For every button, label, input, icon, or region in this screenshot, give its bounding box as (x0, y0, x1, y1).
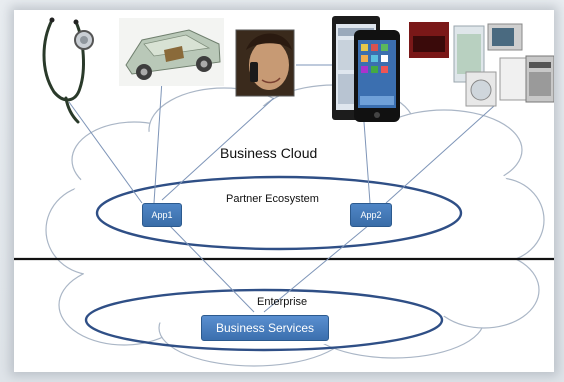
connector-appliances-app2 (385, 105, 495, 204)
connector-app1-enterprise (168, 224, 255, 313)
business-services-box[interactable]: Business Services (201, 315, 329, 341)
app1-box[interactable]: App1 (142, 203, 182, 227)
enterprise-label: Enterprise (257, 296, 308, 308)
business-cloud-label: Business Cloud (220, 145, 318, 161)
partner-ecosystem-label: Partner Ecosystem (226, 193, 319, 205)
appliances-icon (409, 22, 554, 107)
stethoscope-icon (42, 17, 94, 124)
enterprise-ellipse (84, 288, 444, 352)
car-chassis-icon (119, 18, 224, 86)
connector-app2-enterprise (263, 224, 370, 313)
diagram-svg (14, 16, 554, 367)
diagram-canvas: Business Cloud Partner Ecosystem App1 Ap… (14, 10, 554, 372)
connector-tablet-app2 (363, 121, 371, 204)
app2-box[interactable]: App2 (350, 203, 392, 227)
connector-car-app1 (153, 79, 163, 204)
partner-ecosystem-ellipse (95, 175, 463, 251)
connector-lines (68, 64, 495, 313)
connector-person-app1 (161, 97, 275, 201)
business-cloud-shape (45, 84, 545, 367)
smartphone-icon (354, 30, 400, 122)
connector-stethoscope-app1 (68, 101, 143, 204)
person-phone-icon (235, 29, 295, 97)
